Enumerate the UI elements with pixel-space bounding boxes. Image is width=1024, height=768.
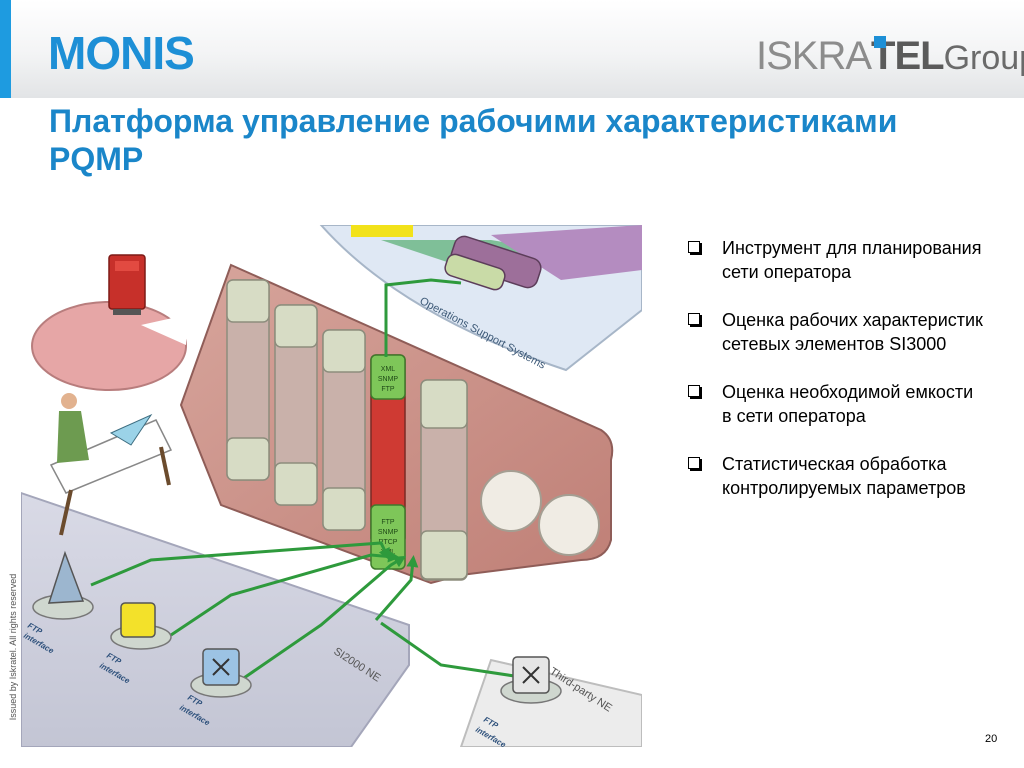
checkbox-bullet-icon: [688, 457, 700, 469]
card-bottom-label-3: RTCP: [379, 539, 398, 546]
si2000-panel: SI2000 NE: [21, 491, 410, 747]
iskratel-logo-part3: Group: [943, 39, 1024, 77]
slide-title-line2: PQMP: [49, 141, 144, 177]
slide-title-line1: Платформа управление рабочими характерис…: [49, 103, 898, 139]
monis-logo: MONIS: [48, 27, 195, 79]
checkbox-bullet-icon: [688, 241, 700, 253]
cards: XML SNMP FTP FTP SNMP RTCP XML: [226, 279, 468, 581]
planner-figure: [49, 393, 173, 536]
pqmp-diagram: SI2000 NE Third-party NE Operations Supp…: [21, 225, 642, 747]
thirdparty-ne-icon: [500, 656, 562, 704]
card-bottom-label-2: SNMP: [378, 529, 399, 536]
slide-title: Платформа управление рабочими характерис…: [49, 102, 989, 178]
bullet-text: Оценка рабочих характеристик сетевых эле…: [722, 310, 983, 354]
slide-header: [0, 0, 1024, 98]
oss-purple-block: [491, 225, 642, 280]
oss-device-icon: [444, 235, 542, 291]
si2000-ne-icons: [32, 550, 252, 698]
copyright-note: Issued by Iskratel. All rights reserved: [8, 573, 18, 721]
storage-cylinders: [480, 470, 600, 556]
green-connectors: [90, 278, 522, 682]
accent-bar: [0, 0, 11, 98]
iskratel-logo: ISKRATELGroup: [756, 34, 1024, 84]
bullet-text: Статистическая обработка контролируемых …: [722, 454, 966, 498]
bullet-item: Статистическая обработка контролируемых …: [684, 452, 984, 500]
server-icon: [108, 254, 146, 315]
bullet-list: Инструмент для планирования сети операто…: [684, 236, 984, 524]
bullet-item: Инструмент для планирования сети операто…: [684, 236, 984, 284]
card-top-label-2: SNMP: [378, 376, 399, 383]
checkbox-bullet-icon: [688, 385, 700, 397]
bullet-text: Инструмент для планирования сети операто…: [722, 238, 982, 282]
bullet-text: Оценка необходимой емкости в сети операт…: [722, 382, 974, 426]
iskratel-logo-square: [874, 36, 886, 48]
iskratel-logo-part1: ISKRA: [756, 34, 872, 78]
card-top-label-3: FTP: [381, 386, 395, 393]
card-bottom-label-1: FTP: [381, 519, 395, 526]
page-number: 20: [985, 733, 998, 745]
planning-disc: [31, 301, 187, 391]
oss-yellow-block: [351, 225, 413, 237]
bullet-item: Оценка необходимой емкости в сети операт…: [684, 380, 984, 428]
card-top-label-1: XML: [381, 366, 396, 373]
bullet-item: Оценка рабочих характеристик сетевых эле…: [684, 308, 984, 356]
checkbox-bullet-icon: [688, 313, 700, 325]
